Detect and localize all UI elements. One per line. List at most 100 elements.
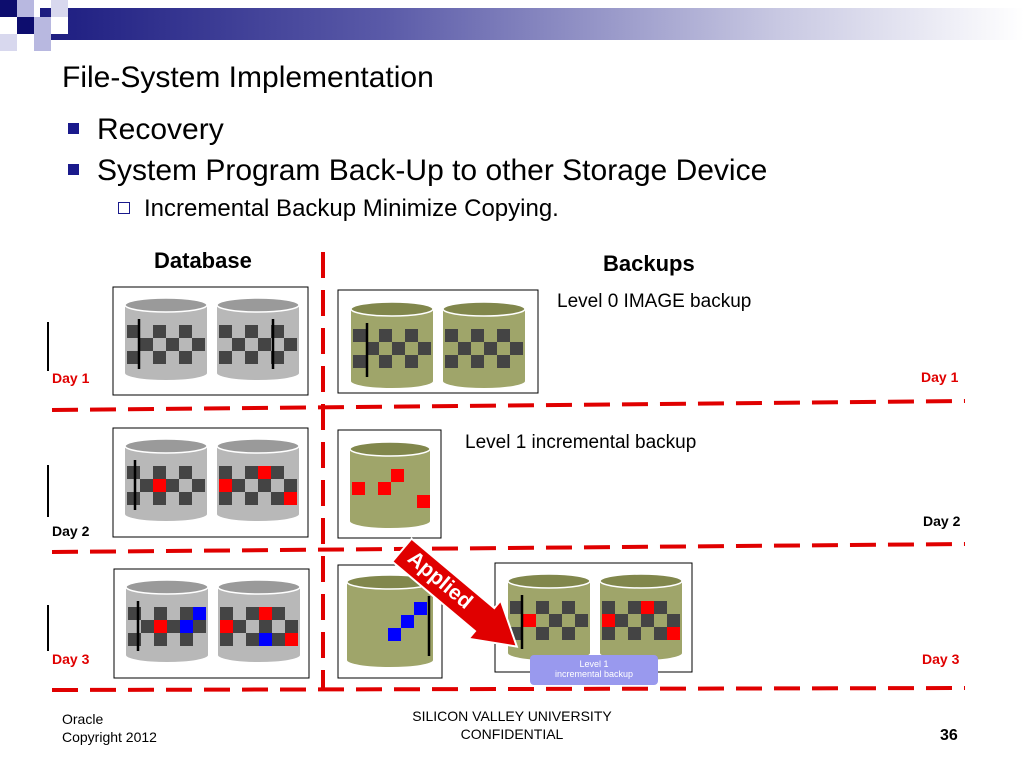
data-block: [245, 351, 258, 364]
data-block: [445, 329, 458, 342]
data-block: [562, 627, 575, 640]
data-block: [167, 620, 180, 633]
data-block: [245, 466, 258, 479]
cylinder-top: [599, 573, 683, 589]
data-block: [284, 479, 297, 492]
changed-block: [602, 614, 615, 627]
data-block: [153, 325, 166, 338]
hollow-square-icon: [118, 201, 130, 214]
data-block: [246, 633, 259, 646]
cylinder-top: [349, 441, 431, 457]
day1-backup-cylinder-2: [442, 301, 526, 388]
data-block: [471, 355, 484, 368]
data-block: [654, 601, 667, 614]
data-block: [180, 633, 193, 646]
day2-right-label: Day 2: [923, 513, 961, 529]
data-block: [192, 479, 205, 492]
bullet-square-icon: [68, 122, 79, 134]
data-block: [497, 355, 510, 368]
changed-block: [193, 607, 206, 620]
data-block: [272, 633, 285, 646]
data-block: [353, 329, 366, 342]
changed-block: [154, 620, 167, 633]
data-block: [392, 342, 405, 355]
bullet-text: Recovery: [97, 113, 224, 146]
changed-block: [641, 601, 654, 614]
data-block: [140, 338, 153, 351]
data-block: [445, 355, 458, 368]
bullet-square-icon: [68, 163, 79, 175]
data-block: [153, 351, 166, 364]
cylinder-top: [125, 579, 209, 595]
backups-header: Backups: [603, 251, 695, 276]
data-block: [366, 342, 379, 355]
changed-block: [667, 627, 680, 640]
data-block: [166, 479, 179, 492]
day1-backup-cylinder-1: [350, 301, 434, 388]
data-block: [562, 601, 575, 614]
data-block: [192, 338, 205, 351]
data-block: [536, 601, 549, 614]
data-block: [271, 492, 284, 505]
data-block: [379, 329, 392, 342]
data-block: [379, 355, 392, 368]
changed-block: [258, 466, 271, 479]
day1-db-cylinder-1: [124, 297, 208, 380]
data-block: [602, 601, 615, 614]
footer-left: Oracle Copyright 2012: [62, 710, 157, 746]
data-block: [166, 338, 179, 351]
data-block: [536, 627, 549, 640]
changed-block: [401, 615, 414, 628]
data-block: [405, 355, 418, 368]
bullet-backup: System Program Back-Up to other Storage …: [68, 153, 767, 189]
cylinder-top: [507, 573, 591, 589]
data-block: [549, 614, 562, 627]
data-block: [628, 627, 641, 640]
day2-db-cylinder-2: [216, 438, 300, 521]
data-block: [193, 620, 206, 633]
changed-block: [417, 495, 430, 508]
data-block: [575, 614, 588, 627]
page-number: 36: [940, 727, 958, 744]
footer-university: SILICON VALLEY UNIVERSITY: [412, 708, 612, 724]
data-block: [667, 614, 680, 627]
changed-block: [378, 482, 391, 495]
day3-left-label: Day 3: [52, 651, 90, 667]
changed-block: [388, 628, 401, 641]
cylinder-top: [350, 301, 434, 317]
cylinder-top: [216, 438, 300, 454]
changed-block: [259, 607, 272, 620]
level1-tag-line1: Level 1: [579, 659, 609, 669]
footer-org: Oracle: [62, 711, 104, 727]
changed-block: [219, 479, 232, 492]
day3-db-cylinder-1: [125, 579, 209, 662]
merged-backup-cylinder-2: [599, 573, 683, 660]
data-block: [153, 466, 166, 479]
day2-left-label: Day 2: [52, 523, 90, 539]
data-block: [127, 351, 140, 364]
data-block: [154, 607, 167, 620]
data-block: [179, 325, 192, 338]
data-block: [219, 351, 232, 364]
cylinder-top: [124, 297, 208, 313]
slide-title: File-System Implementation: [62, 61, 434, 94]
day3-db-cylinder-2: [217, 579, 301, 662]
data-block: [641, 614, 654, 627]
data-block: [154, 633, 167, 646]
cylinder-top: [442, 301, 526, 317]
data-block: [180, 607, 193, 620]
changed-block: [153, 479, 166, 492]
data-block: [353, 355, 366, 368]
data-block: [179, 492, 192, 505]
data-block: [127, 325, 140, 338]
day2-backup-cylinder: [349, 441, 431, 528]
data-block: [272, 607, 285, 620]
data-block: [233, 620, 246, 633]
data-block: [220, 633, 233, 646]
day2-db-cylinder-1: [124, 438, 208, 521]
level1-tag: Level 1 incremental backup: [530, 655, 658, 685]
data-block: [258, 479, 271, 492]
sub-bullet: Incremental Backup Minimize Copying.: [118, 194, 559, 224]
footer-center: SILICON VALLEY UNIVERSITY CONFIDENTIAL: [362, 707, 662, 743]
cylinder-top: [217, 579, 301, 595]
